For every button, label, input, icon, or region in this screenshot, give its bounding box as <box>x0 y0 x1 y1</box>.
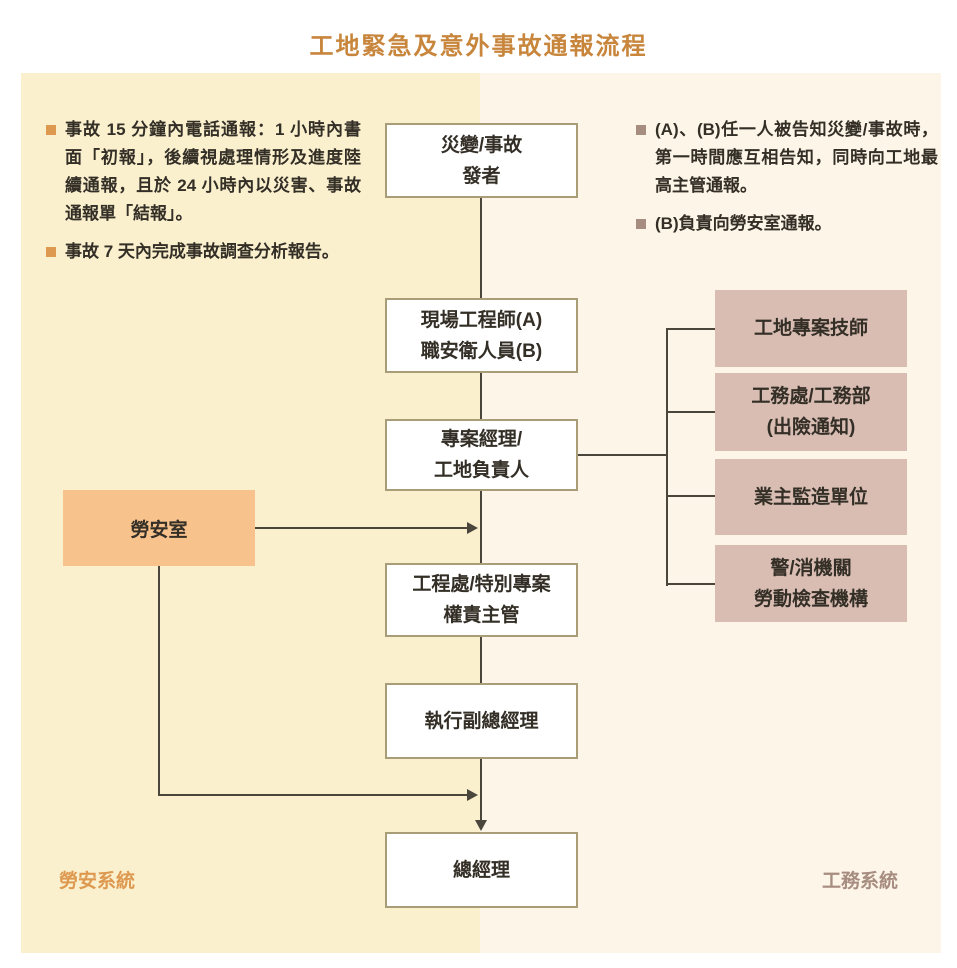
notify-bracket-line <box>666 328 668 586</box>
engineering-notes: (A)、(B)任一人被告知災變/事故時，第一時間應互相告知，同時向工地最高主管通… <box>636 116 938 238</box>
box-line: 工務處/工務部 <box>751 386 871 407</box>
note-item: 事故 7 天內完成事故調查分析報告。 <box>46 238 361 266</box>
bullet-square-icon <box>46 125 56 135</box>
flow-box-site-engineer: 現場工程師(A) 職安衛人員(B) <box>385 298 578 373</box>
flow-box-incident-reporter: 災變/事故 發者 <box>385 123 578 198</box>
notify-box-police-fire-labor: 警/消機關 勞動檢查機構 <box>715 545 907 622</box>
notify-stub-line <box>666 583 715 585</box>
flow-box-executive-vp: 執行副總經理 <box>385 683 578 759</box>
box-line: 專案經理/ <box>440 429 523 450</box>
bullet-square-icon <box>636 219 646 229</box>
flow-line <box>480 636 482 684</box>
flow-box-general-manager: 總經理 <box>385 832 578 908</box>
box-line: 總經理 <box>452 859 510 881</box>
box-line: 警/消機關 <box>770 557 852 579</box>
labor-safety-office-box: 勞安室 <box>63 490 255 566</box>
page-title: 工地緊急及意外事故通報流程 <box>309 33 648 60</box>
box-line: 職安衛人員(B) <box>420 340 543 362</box>
note-text: 事故 7 天內完成事故調查分析報告。 <box>65 242 339 261</box>
labor-safety-notes: 事故 15 分鐘內電話通報：1 小時內書面「初報」，後續視處理情形及進度陸續通報… <box>46 116 361 266</box>
labor-office-arrow-line <box>255 527 468 529</box>
flow-line <box>480 197 482 298</box>
flow-box-project-manager: 專案經理/ 工地負責人 <box>385 419 578 491</box>
flow-line <box>480 758 482 821</box>
box-line: (出險通知) <box>766 417 856 438</box>
arrowhead-right-icon <box>467 522 478 534</box>
flow-line <box>480 490 482 564</box>
labor-system-label: 勞安系統 <box>59 871 136 892</box>
box-line: 發者 <box>462 165 501 187</box>
note-text: (B)負責向勞安室通報。 <box>655 214 832 233</box>
engineering-system-label: 工務系統 <box>822 871 899 892</box>
bullet-square-icon <box>636 125 646 135</box>
box-line: 工地專案技師 <box>753 318 868 339</box>
box-line: 執行副總經理 <box>424 710 539 732</box>
box-line: 工地負責人 <box>433 460 529 481</box>
box-line: 勞動檢查機構 <box>753 588 868 610</box>
notify-stub-line <box>666 495 715 497</box>
notify-box-owner-supervision: 業主監造單位 <box>715 459 907 535</box>
notify-box-site-technician: 工地專案技師 <box>715 290 907 367</box>
note-item: (A)、(B)任一人被告知災變/事故時，第一時間應互相告知，同時向工地最高主管通… <box>636 116 938 200</box>
notify-branch-line <box>578 454 668 456</box>
note-text: (A)、(B)任一人被告知災變/事故時，第一時間應互相告知，同時向工地最高主管通… <box>655 120 938 195</box>
notify-box-works-department: 工務處/工務部 (出險通知) <box>715 373 907 451</box>
notify-stub-line <box>666 411 715 413</box>
box-line: 災變/事故 <box>440 134 523 156</box>
arrowhead-right-icon <box>467 789 478 801</box>
box-line: 現場工程師(A) <box>420 309 543 331</box>
flow-box-division-supervisor: 工程處/特別專案 權責主管 <box>385 563 578 637</box>
labor-office-arrow-line <box>158 794 468 796</box>
bullet-square-icon <box>46 247 56 257</box>
box-line: 勞安室 <box>130 519 188 541</box>
note-item: (B)負責向勞安室通報。 <box>636 210 938 238</box>
box-line: 業主監造單位 <box>753 486 868 508</box>
box-line: 權責主管 <box>443 605 520 626</box>
labor-office-drop-line <box>158 565 160 796</box>
box-line: 工程處/特別專案 <box>412 574 551 595</box>
flow-line <box>480 373 482 420</box>
note-text: 事故 15 分鐘內電話通報：1 小時內書面「初報」，後續視處理情形及進度陸續通報… <box>65 120 361 223</box>
arrowhead-down-icon <box>475 820 487 831</box>
notify-stub-line <box>666 328 715 330</box>
note-item: 事故 15 分鐘內電話通報：1 小時內書面「初報」，後續視處理情形及進度陸續通報… <box>46 116 361 228</box>
